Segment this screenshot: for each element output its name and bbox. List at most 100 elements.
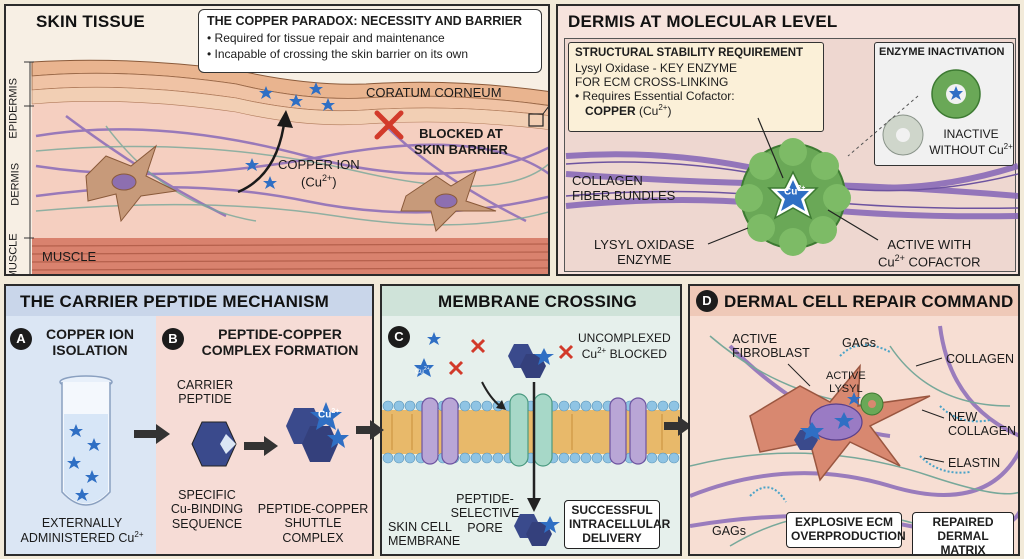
blocked-label: BLOCKED AT SKIN BARRIER (414, 126, 508, 157)
label-muscle-axis: MUSCLE (7, 233, 20, 276)
struct-copper-close: ) (667, 104, 672, 118)
copper-ion-formula: (Cu2+) (278, 173, 360, 190)
membrane-title: MEMBRANE CROSSING (438, 292, 637, 311)
active-fibroblast-label: ACTIVE FIBROBLAST (732, 332, 810, 361)
channel-icon (421, 397, 459, 465)
inactive-label: INACTIVE WITHOUT Cu2+ (928, 127, 1014, 158)
fibro-line: FIBROBLAST (732, 346, 810, 361)
repair-title: DERMAL CELL REPAIR COMMAND (724, 292, 1014, 311)
uncomplexed-rest: BLOCKED (606, 346, 667, 361)
uncomplexed-line: Cu2+ BLOCKED (578, 346, 671, 362)
collagen-bundles-label: COLLAGEN FIBER BUNDLES (572, 173, 676, 204)
formula-sup: 2+ (321, 172, 333, 183)
enzyme-center-ion: Cu2+ (784, 185, 805, 198)
small-ion-base: Cu (415, 368, 424, 376)
step-b-title: PEPTIDE-COPPER COMPLEX FORMATION (186, 326, 372, 359)
peptide-copper-complex-icon (286, 402, 349, 462)
carrier-title-bar (6, 286, 372, 316)
copper-ion-label: COPPER ION (Cu2+) (278, 157, 360, 190)
blocked-x-icon (374, 110, 404, 140)
inactive-line: WITHOUT Cu2+ (928, 142, 1014, 158)
shuttle-complex-label: PEPTIDE-COPPER SHUTTLE COMPLEX (254, 502, 372, 545)
inactive-enzyme-icon (882, 114, 924, 156)
step-b-line: COMPLEX FORMATION (201, 342, 359, 359)
success-line: SUCCESSFUL (571, 503, 653, 517)
skin-cell-membrane-label: SKIN CELL MEMBRANE (388, 520, 460, 549)
collagen-label: COLLAGEN (946, 352, 1015, 366)
active-line: ACTIVE WITH (887, 237, 972, 252)
step-a-title: COPPER ION ISOLATION (34, 326, 146, 358)
membrane-title-bar (382, 286, 680, 316)
fibro-line: ACTIVE (732, 332, 778, 346)
inactive-sup: 2+ (1003, 141, 1013, 151)
dermis-molecular-title: DERMIS AT MOLECULAR LEVEL (568, 12, 838, 31)
uncomplexed-label: UNCOMPLEXED Cu2+ BLOCKED (578, 331, 671, 362)
peptide-hexagon-icon (191, 421, 237, 467)
active-line: Cu2+ COFACTOR (878, 253, 981, 270)
arrow-icon (244, 436, 278, 456)
blocked-line: BLOCKED AT (419, 126, 503, 141)
specific-line: SEQUENCE (171, 516, 243, 531)
skin-cell-line: SKIN CELL (388, 520, 452, 534)
specific-line: SPECIFIC (178, 488, 236, 502)
channel-icon (509, 393, 553, 467)
collagen-line: COLLAGEN (572, 173, 643, 188)
skin-tissue-title: SKIN TISSUE (36, 12, 145, 31)
blocked-x-icon (558, 344, 574, 360)
active-cofactor-label: ACTIVE WITH Cu2+ COFACTOR (878, 237, 981, 270)
step-a-bottom: EXTERNALLY ADMINISTERED Cu2+ (10, 516, 154, 546)
repaired-line: DERMAL MATRIX (937, 528, 989, 556)
success-line: DELIVERY (582, 530, 642, 545)
explosive-line: OVERPRODUCTION (791, 528, 906, 543)
struct-line: • Requires Essential Cofactor: (575, 89, 735, 103)
paradox-bullet-text: Incapable of crossing the skin barrier o… (214, 46, 469, 61)
repair-title-bar (690, 286, 1018, 316)
muscle-label: MUSCLE (42, 249, 97, 264)
collagen-line: FIBER BUNDLES (572, 187, 676, 203)
step-d-badge: D (696, 290, 718, 312)
pore-line: PORE (467, 520, 503, 535)
struct-copper-sup: 2+ (658, 103, 668, 112)
pore-line: PEPTIDE- (456, 492, 514, 506)
lysyl-line: ENZYME (617, 251, 672, 267)
step-c-badge: C (388, 326, 410, 348)
new-collagen-line: NEW (948, 410, 978, 424)
pore-line: SELECTIVE (450, 506, 520, 521)
struct-title: STRUCTURAL STABILITY REQUIREMENT (575, 47, 804, 59)
carrier-line: CARRIER (176, 378, 234, 392)
arrow-icon (664, 416, 692, 436)
star-ion-icon (414, 332, 486, 377)
inactive-base: WITHOUT Cu (929, 142, 1004, 157)
pointer-line (787, 357, 945, 463)
paradox-title: THE COPPER PARADOX: NECESSITY AND BARRIE… (207, 14, 523, 28)
pointer-line (707, 95, 919, 245)
channel-icon (609, 397, 647, 465)
shuttle-line: SHUTTLE (284, 516, 342, 531)
center-ion-base: Cu (784, 186, 798, 198)
arrow-icon (356, 420, 384, 440)
struct-line: FOR ECM CROSS-LINKING (575, 75, 729, 89)
active-lysyl-line: LYSYL (829, 382, 863, 395)
step-a-bottom-line: ADMINISTERED Cu2+ (10, 530, 154, 546)
elastin-label: ELASTIN (948, 456, 1001, 470)
struct-copper-rest: (Cu (635, 104, 659, 118)
lysyl-line: LYSYL OXIDASE (594, 237, 695, 252)
uncomplexed-line: UNCOMPLEXED (578, 331, 671, 345)
small-ion-label: Cu2+ (415, 366, 430, 376)
specific-sequence-label: SPECIFIC Cu-BINDING SEQUENCE (162, 488, 252, 531)
dermis-molecular-panel: DERMIS AT MOLECULAR LEVEL Cu2+ STRUCTURA… (556, 4, 1020, 276)
uncomplexed-base: Cu (581, 346, 598, 361)
membrane-crossing-panel: MEMBRANE CROSSING C Cu2+ (380, 284, 682, 556)
successful-delivery-box: SUCCESSFUL INTRACELLULAR DELIVERY (564, 500, 670, 550)
peptide-copper-complex-icon (514, 514, 560, 546)
stratum-label: CORATUM CORNEUM (366, 85, 502, 100)
gags-top-label: GAGs (842, 336, 877, 350)
b-ion-base: Cu (318, 409, 332, 421)
new-collagen-line: COLLAGEN (948, 424, 1017, 439)
carrier-peptide-panel: THE CARRIER PEPTIDE MECHANISM A COPPER I… (4, 284, 374, 556)
carrier-title: THE CARRIER PEPTIDE MECHANISM (20, 292, 329, 311)
selective-pore-label: PEPTIDE- SELECTIVE PORE (450, 492, 520, 535)
new-collagen-label: NEW COLLAGEN (948, 410, 1016, 439)
star-ion-icon (245, 158, 277, 189)
inactive-line: INACTIVE (943, 127, 999, 141)
